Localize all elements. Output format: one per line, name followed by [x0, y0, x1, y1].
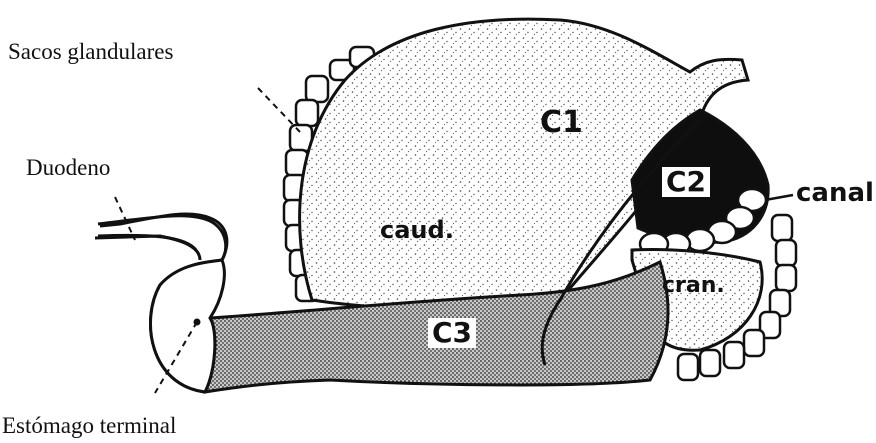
- label-c3: C3: [428, 318, 476, 348]
- label-c2: C2: [662, 167, 710, 197]
- label-c1: C1: [540, 108, 583, 138]
- label-canal: canal: [796, 180, 874, 206]
- label-caud: caud.: [380, 218, 454, 242]
- label-sacos-glandulares: Sacos glandulares: [8, 40, 173, 63]
- terminal-stomach-dot: [194, 319, 201, 326]
- label-cran: cran.: [662, 275, 725, 297]
- label-duodeno: Duodeno: [26, 156, 110, 179]
- terminal-stomach-body: [150, 260, 224, 392]
- label-estomago-terminal: Estómago terminal: [2, 414, 176, 437]
